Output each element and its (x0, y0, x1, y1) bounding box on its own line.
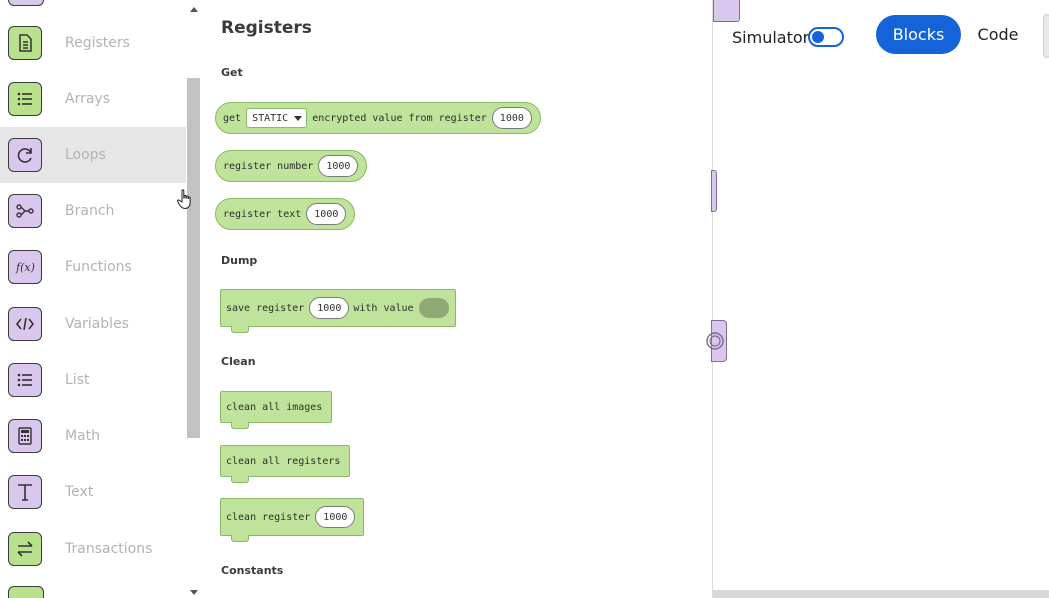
category-icon-partial[interactable] (8, 0, 44, 6)
block-text: clean all registers (226, 455, 341, 467)
blocks-flyout: Registers Get get STATIC encrypted value… (201, 0, 713, 598)
branch-icon (8, 194, 42, 228)
block-text: register number (223, 160, 314, 172)
register-number-block[interactable]: register number 1000 (215, 150, 368, 182)
svg-text:f(x): f(x) (15, 261, 35, 274)
hand-pointer-cursor-icon (177, 189, 191, 210)
block-text: get (223, 112, 242, 124)
block-text: save register (226, 302, 305, 314)
category-arrays[interactable]: Arrays (0, 71, 186, 127)
block-text: clean all images (226, 401, 323, 413)
clean-all-registers-block[interactable]: clean all registers (220, 445, 351, 483)
category-label: List (65, 372, 90, 388)
toggle-knob (812, 31, 824, 43)
category-label: Loops (65, 147, 106, 163)
scroll-up-arrow-icon[interactable] (190, 7, 198, 12)
panel-edge-handle[interactable] (1043, 14, 1049, 58)
section-label-constants: Constants (221, 564, 284, 577)
section-label-dump: Dump (221, 254, 258, 267)
list-icon (8, 82, 42, 116)
category-list[interactable]: List (0, 352, 186, 408)
block-notch (231, 476, 249, 483)
register-number-input[interactable]: 1000 (318, 155, 359, 177)
block-text: clean register (226, 511, 311, 523)
section-label-get: Get (221, 66, 243, 79)
block-notch (231, 422, 249, 429)
scrollbar-thumb[interactable] (187, 78, 200, 438)
category-functions[interactable]: f(x) Functions (0, 239, 186, 295)
block-text: register text (223, 208, 302, 220)
category-branch[interactable]: Branch (0, 183, 186, 239)
workspace-block-partial[interactable] (711, 170, 717, 212)
calculator-icon (8, 419, 42, 453)
blocks-mode-button[interactable]: Blocks (876, 15, 961, 54)
category-label: Transactions (65, 541, 153, 557)
block-notch (231, 326, 249, 333)
category-text[interactable]: Text (0, 464, 186, 520)
register-number-input[interactable]: 1000 (491, 107, 532, 129)
category-icon-partial[interactable] (8, 586, 44, 598)
loop-arrow-icon (8, 138, 42, 172)
block-notch (231, 535, 249, 542)
section-label-clean: Clean (221, 355, 256, 368)
block-text: encrypted value from register (312, 112, 487, 124)
text-t-icon (8, 475, 42, 509)
scroll-down-arrow-icon[interactable] (190, 590, 198, 595)
register-number-input[interactable]: 1000 (309, 297, 350, 319)
workspace-block-partial[interactable] (713, 0, 740, 22)
category-label: Text (65, 484, 94, 500)
workspace-horizontal-scrollbar[interactable] (713, 590, 1049, 598)
document-icon (8, 26, 42, 60)
category-label: Branch (65, 203, 115, 219)
swap-arrows-icon (8, 532, 42, 566)
value-input-slot[interactable] (418, 298, 449, 318)
code-brackets-icon (8, 307, 42, 341)
category-loops[interactable]: Loops (0, 127, 186, 183)
clean-register-block[interactable]: clean register 1000 (220, 498, 365, 542)
save-register-block[interactable]: save register 1000 with value (220, 289, 456, 333)
get-encrypted-value-block[interactable]: get STATIC encrypted value from register… (215, 102, 541, 134)
simulator-toggle[interactable] (808, 27, 844, 47)
code-mode-button[interactable]: Code (977, 25, 1019, 44)
category-label: Functions (65, 259, 132, 275)
category-transactions[interactable]: Transactions (0, 521, 186, 577)
register-number-input[interactable]: 1000 (315, 506, 356, 528)
workspace-block-partial[interactable] (706, 320, 727, 362)
caret-down-icon (294, 115, 303, 121)
category-math[interactable]: Math (0, 408, 186, 464)
workspace-block-circle-icon (706, 332, 724, 350)
register-number-input[interactable]: 1000 (306, 203, 347, 225)
flyout-title: Registers (221, 18, 312, 38)
toolbox-scrollbar[interactable] (186, 0, 201, 598)
block-text: with value (353, 302, 414, 314)
category-toolbox: Registers Arrays Loops Branch f(x) Funct… (0, 0, 186, 598)
category-label: Variables (65, 316, 129, 332)
category-registers[interactable]: Registers (0, 15, 186, 71)
blocks-workspace[interactable]: Simulator Blocks Code (706, 0, 1049, 598)
clean-all-images-block[interactable]: clean all images (220, 391, 333, 429)
category-label: Registers (65, 35, 130, 51)
register-text-block[interactable]: register text 1000 (215, 198, 356, 230)
static-dropdown[interactable]: STATIC (246, 108, 308, 128)
list-icon (8, 363, 42, 397)
category-label: Math (65, 428, 101, 444)
dropdown-value: STATIC (252, 112, 289, 124)
simulator-label: Simulator (732, 28, 810, 47)
category-variables[interactable]: Variables (0, 296, 186, 352)
function-icon: f(x) (8, 250, 42, 284)
category-label: Arrays (65, 91, 111, 107)
